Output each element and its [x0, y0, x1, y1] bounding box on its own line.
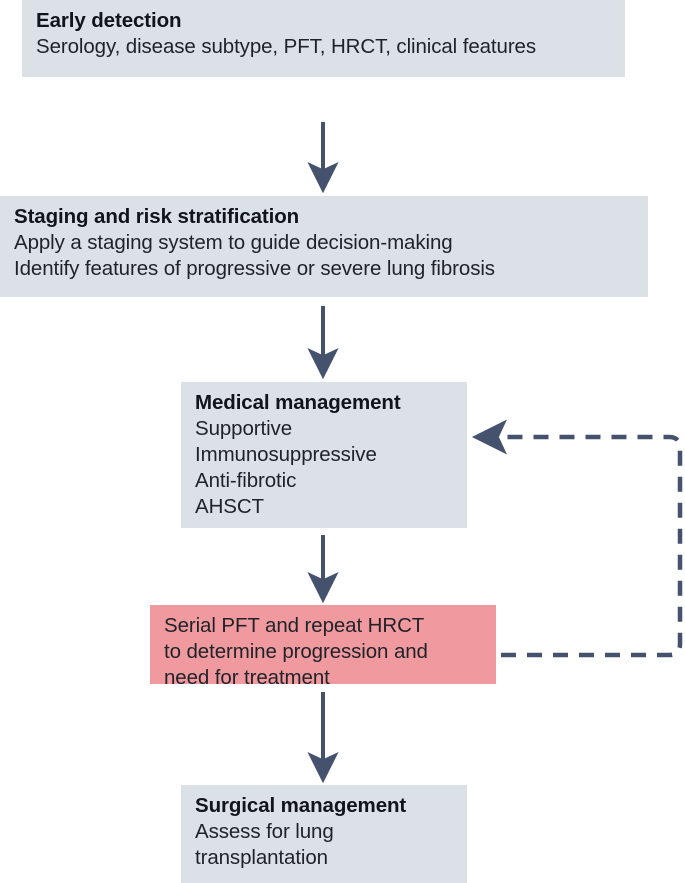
node-monitoring-line-3: need for treatment [164, 666, 330, 689]
node-medical-management-line-3: Anti-fibrotic [195, 469, 297, 492]
node-medical-management-line-4: AHSCT [195, 495, 264, 518]
node-surgical-management-line-1: Assess for lung [195, 820, 334, 843]
node-medical-management-line-1: Supportive [195, 417, 293, 440]
node-medical-management: Medical management Supportive Immunosupp… [181, 382, 467, 528]
node-medical-management-title: Medical management [195, 391, 401, 414]
node-medical-management-line-2: Immunosuppressive [195, 443, 377, 466]
node-monitoring: Serial PFT and repeat HRCT to determine … [150, 605, 496, 689]
node-staging-line-1: Apply a staging system to guide decision… [14, 231, 453, 254]
node-early-detection: Early detection Serology, disease subtyp… [22, 0, 625, 77]
node-staging-title: Staging and risk stratification [14, 205, 300, 228]
node-surgical-management-title: Surgical management [195, 794, 407, 817]
node-surgical-management: Surgical management Assess for lung tran… [181, 785, 467, 883]
node-early-detection-line-1: Serology, disease subtype, PFT, HRCT, cl… [36, 35, 537, 58]
node-monitoring-line-2: to determine progression and [164, 640, 428, 663]
node-staging-line-2: Identify features of progressive or seve… [14, 257, 495, 280]
node-monitoring-line-1: Serial PFT and repeat HRCT [164, 614, 425, 637]
node-staging: Staging and risk stratification Apply a … [0, 196, 648, 297]
node-surgical-management-line-2: transplantation [195, 846, 328, 869]
feedback-monitoring-to-medical [471, 419, 683, 658]
node-early-detection-title: Early detection [36, 9, 182, 32]
